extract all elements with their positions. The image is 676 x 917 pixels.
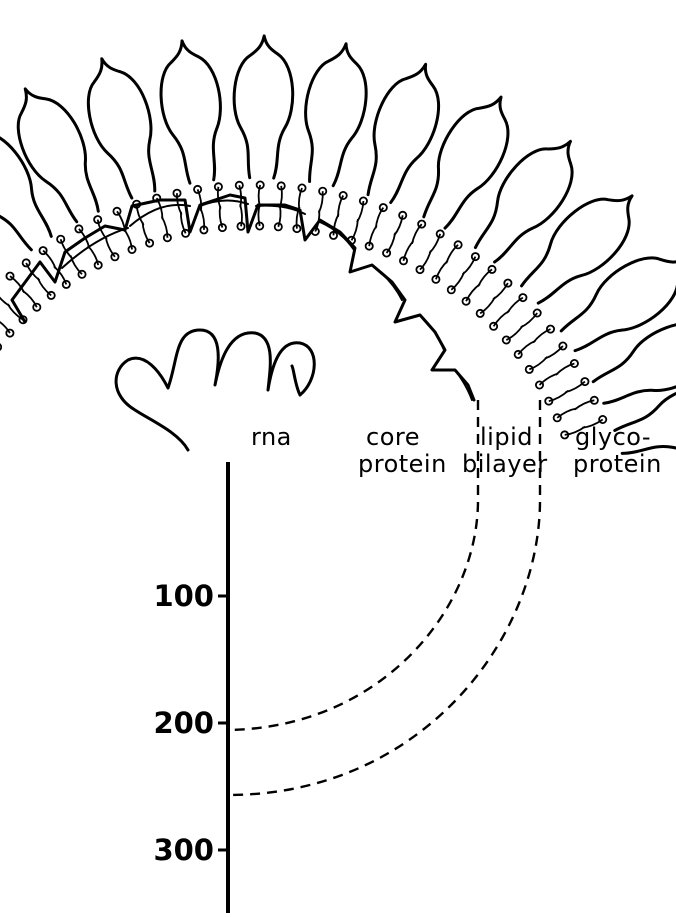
label-lipid-line2: bilayer bbox=[462, 450, 548, 478]
lipid-molecule bbox=[503, 326, 523, 344]
lipid-molecule bbox=[38, 278, 55, 299]
lipid-molecule bbox=[366, 226, 377, 250]
lipid-molecule bbox=[215, 183, 222, 209]
lipid-molecule bbox=[490, 311, 509, 330]
glycoprotein-spike bbox=[409, 84, 527, 237]
lipid-molecule bbox=[526, 357, 548, 373]
lipid-molecule bbox=[383, 233, 395, 257]
lipid-molecule bbox=[394, 212, 406, 236]
lipid-molecule bbox=[173, 190, 181, 215]
lipid-molecule bbox=[545, 391, 568, 405]
lipid-molecule bbox=[23, 259, 40, 280]
lipid-molecule bbox=[429, 230, 443, 253]
lipid-molecule bbox=[298, 184, 305, 209]
glycoprotein-spike bbox=[233, 35, 294, 178]
lipid-molecule bbox=[22, 291, 40, 311]
lipid-molecule bbox=[376, 204, 387, 228]
lipid-molecule bbox=[124, 229, 136, 253]
lipid-molecule bbox=[106, 237, 119, 261]
lipid-molecule bbox=[446, 241, 462, 263]
core-protein-scallops bbox=[62, 200, 472, 400]
lipid-molecule bbox=[493, 280, 512, 300]
lipid-molecule bbox=[275, 205, 282, 231]
lipid-molecule bbox=[507, 294, 526, 313]
lipid-molecule bbox=[574, 397, 598, 410]
lipid-molecule bbox=[556, 360, 578, 375]
label-core-line2: protein bbox=[358, 450, 447, 478]
lipid-molecule bbox=[432, 261, 448, 283]
lipid-molecule bbox=[533, 326, 554, 343]
lipid-molecule bbox=[88, 246, 102, 269]
glycoprotein-spike bbox=[293, 39, 375, 189]
lipid-molecule bbox=[143, 222, 154, 247]
lipid-molecule bbox=[200, 208, 207, 233]
label-rna: rna bbox=[251, 423, 292, 451]
lipid-molecule bbox=[566, 378, 589, 392]
lipid-molecule bbox=[412, 221, 425, 244]
scale-tick-label-0: 100 bbox=[153, 579, 214, 613]
lipid-molecule bbox=[338, 192, 347, 217]
lipid-molecule bbox=[448, 272, 465, 293]
scale-tick-label-2: 300 bbox=[153, 833, 214, 867]
glycoprotein-spike bbox=[0, 109, 66, 259]
lipid-molecule bbox=[478, 266, 496, 287]
lipid-molecule bbox=[319, 188, 327, 213]
lipid-molecule bbox=[236, 182, 243, 208]
lipid-molecule bbox=[463, 284, 481, 305]
lipid-molecule bbox=[0, 333, 1, 351]
lipid-molecule bbox=[0, 318, 14, 337]
glycoprotein-spike bbox=[510, 175, 653, 316]
lipid-molecule bbox=[162, 217, 171, 242]
label-core-line1: core bbox=[366, 423, 420, 451]
lipid-molecule bbox=[237, 204, 244, 230]
glycoprotein-spikes bbox=[0, 35, 676, 470]
glycoprotein-spike bbox=[462, 124, 594, 273]
lipid-molecule bbox=[536, 374, 558, 389]
lipid-molecule bbox=[219, 206, 226, 232]
label-glyco-line1: glyco- bbox=[575, 423, 651, 451]
lipid-molecule bbox=[400, 241, 413, 264]
lipid-molecule bbox=[545, 342, 567, 358]
label-glyco-line2: protein bbox=[573, 450, 662, 478]
lipid-molecule bbox=[521, 309, 541, 327]
lipid-molecule bbox=[416, 251, 430, 274]
lipid-molecule bbox=[463, 253, 480, 274]
lipid-molecule bbox=[6, 273, 24, 293]
lipid-molecule bbox=[515, 341, 536, 358]
lipid-molecule bbox=[257, 181, 264, 207]
lipid-molecule bbox=[477, 297, 496, 317]
scale-tick-label-1: 200 bbox=[153, 706, 214, 740]
lipid-molecule bbox=[0, 287, 10, 307]
glycoprotein-spike bbox=[153, 37, 231, 186]
lipid-molecule bbox=[357, 197, 367, 222]
scale-ticks: 100 200 300 bbox=[153, 579, 228, 867]
lipid-molecule bbox=[554, 408, 577, 421]
label-lipid-line1: lipid bbox=[480, 423, 533, 451]
